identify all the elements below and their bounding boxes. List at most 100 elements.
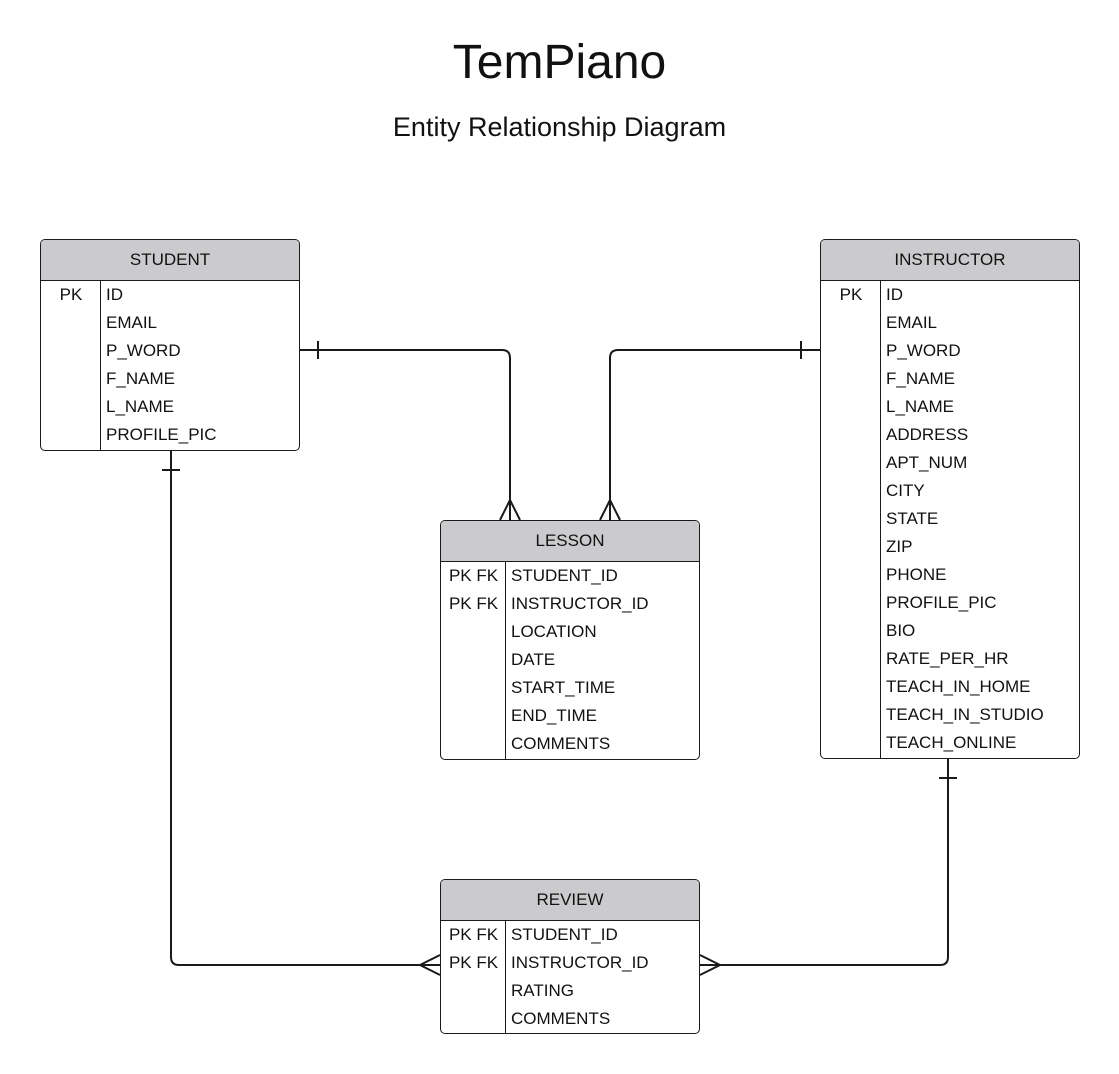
attribute-name: STATE (886, 509, 939, 528)
attribute-name: BIO (886, 621, 916, 640)
attribute-name: ADDRESS (886, 425, 969, 444)
entity-student: STUDENT PK ID EMAIL P_WORD F_NAME L_NAME … (40, 239, 300, 451)
entity-row: RATING (441, 978, 699, 1006)
key-label (821, 674, 881, 702)
key-column-divider (100, 281, 101, 450)
attribute-name: DATE (511, 650, 556, 669)
key-label (441, 731, 506, 759)
key-label (821, 366, 881, 394)
key-label: PK FK (448, 925, 499, 944)
entity-row: EMAIL (41, 310, 299, 338)
attribute-name: PHONE (886, 565, 947, 584)
many-marker-student-review (417, 954, 441, 976)
attribute-name: L_NAME (886, 397, 955, 416)
entity-row: COMMENTS (441, 1006, 699, 1033)
key-label: PK (839, 285, 863, 304)
key-label (821, 730, 881, 758)
many-marker-instructor-lesson (599, 497, 621, 521)
attribute-name: P_WORD (886, 341, 961, 360)
key-label (821, 422, 881, 450)
key-label (821, 562, 881, 590)
key-label: PK FK (448, 594, 499, 613)
key-label (821, 590, 881, 618)
entity-row: P_WORD (41, 338, 299, 366)
key-label: PK (59, 285, 83, 304)
attribute-name: COMMENTS (511, 734, 611, 753)
entity-row: COMMENTS (441, 731, 699, 759)
key-column-divider (505, 562, 506, 759)
key-label (41, 310, 101, 338)
entity-row: TEACH_IN_STUDIO (821, 702, 1079, 730)
diagram-title: TemPiano (452, 36, 667, 89)
attribute-name: F_NAME (886, 369, 955, 388)
attribute-name: F_NAME (106, 369, 175, 388)
attribute-name: LOCATION (511, 622, 597, 641)
key-label: PK FK (448, 953, 499, 972)
key-label (821, 646, 881, 674)
attribute-name: INSTRUCTOR_ID (511, 594, 649, 613)
key-label (821, 310, 881, 338)
attribute-name: ZIP (886, 537, 913, 556)
entity-row: LOCATION (441, 619, 699, 647)
attribute-name: CITY (886, 481, 925, 500)
attribute-name: PROFILE_PIC (886, 593, 997, 612)
attribute-name: END_TIME (511, 706, 597, 725)
many-marker-instructor-review (699, 954, 723, 976)
key-column-divider (880, 281, 881, 758)
entity-row: P_WORD (821, 338, 1079, 366)
attribute-name: TEACH_IN_STUDIO (886, 705, 1044, 724)
entity-row: PK ID (41, 282, 299, 310)
entity-header-lesson: LESSON (441, 521, 699, 562)
attribute-name: TEACH_ONLINE (886, 733, 1017, 752)
key-label (441, 1006, 506, 1033)
entity-body-student: PK ID EMAIL P_WORD F_NAME L_NAME PROFILE_… (41, 281, 299, 450)
entity-header-student: STUDENT (41, 240, 299, 281)
entity-row: TEACH_ONLINE (821, 730, 1079, 758)
entity-header-review: REVIEW (441, 880, 699, 921)
key-label (441, 647, 506, 675)
key-label (821, 702, 881, 730)
entity-row: TEACH_IN_HOME (821, 674, 1079, 702)
key-label (41, 422, 101, 450)
key-label (41, 366, 101, 394)
entity-row: PROFILE_PIC (41, 422, 299, 450)
attribute-name: EMAIL (106, 313, 158, 332)
attribute-name: TEACH_IN_HOME (886, 677, 1031, 696)
key-label (441, 703, 506, 731)
entity-row: L_NAME (41, 394, 299, 422)
entity-row: F_NAME (41, 366, 299, 394)
entity-row: PHONE (821, 562, 1079, 590)
attribute-name: APT_NUM (886, 453, 968, 472)
attribute-name: ID (886, 285, 903, 304)
key-label (41, 338, 101, 366)
entity-row: CITY (821, 478, 1079, 506)
entity-row: F_NAME (821, 366, 1079, 394)
key-column-divider (505, 921, 506, 1033)
attribute-name: INSTRUCTOR_ID (511, 953, 649, 972)
attribute-name: START_TIME (511, 678, 616, 697)
many-marker-student-lesson (499, 497, 521, 521)
entity-row: PK FK INSTRUCTOR_ID (441, 591, 699, 619)
key-label (821, 394, 881, 422)
entity-row: PK FK INSTRUCTOR_ID (441, 950, 699, 978)
attribute-name: ID (106, 285, 123, 304)
attribute-name: RATE_PER_HR (886, 649, 1009, 668)
attribute-name: RATING (511, 981, 574, 1000)
attribute-name: PROFILE_PIC (106, 425, 217, 444)
relation-instructor-lesson (609, 349, 820, 520)
entity-row: PROFILE_PIC (821, 590, 1079, 618)
entity-row: DATE (441, 647, 699, 675)
entity-row: END_TIME (441, 703, 699, 731)
key-label (441, 675, 506, 703)
entity-row: STATE (821, 506, 1079, 534)
relation-student-review (170, 451, 440, 966)
key-label (821, 618, 881, 646)
relation-instructor-review (700, 758, 949, 966)
